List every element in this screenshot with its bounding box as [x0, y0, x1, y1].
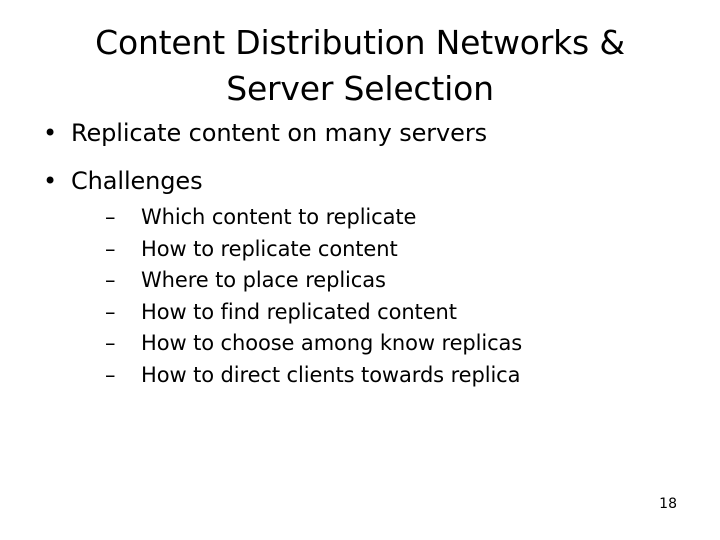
sub-bullet-text: Which content to replicate	[141, 205, 417, 229]
bullet-marker-icon: •	[43, 167, 58, 195]
sub-bullet-text: How to choose among know replicas	[141, 331, 523, 355]
dash-marker-icon: –	[105, 362, 116, 387]
dash-marker-icon: –	[105, 205, 116, 229]
bullet-text: Challenges	[71, 167, 203, 195]
dash-marker-icon: –	[105, 236, 116, 261]
sub-bullet-item: – How to direct clients towards replica	[71, 360, 684, 392]
sub-bullet-item: – Where to place replicas	[71, 265, 684, 297]
bullet-list-level2: – Which content to replicate – How to re…	[71, 202, 684, 391]
slide-title: Content Distribution Networks & Server S…	[95, 23, 625, 108]
dash-marker-icon: –	[105, 268, 116, 292]
sub-bullet-item: – How to replicate content	[71, 234, 684, 266]
bullet-item-replicate: • Replicate content on many servers	[36, 118, 684, 148]
dash-marker-icon: –	[105, 299, 116, 324]
sub-bullet-text: How to find replicated content	[141, 299, 457, 324]
slide-body: • Replicate content on many servers • Ch…	[36, 118, 684, 409]
bullet-text: Replicate content on many servers	[71, 119, 487, 147]
sub-bullet-item: – How to find replicated content	[71, 297, 684, 329]
sub-bullet-item: – How to choose among know replicas	[71, 328, 684, 360]
dash-marker-icon: –	[105, 331, 116, 355]
bullet-item-challenges: • Challenges – Which content to replicat…	[36, 166, 684, 391]
sub-bullet-text: How to direct clients towards replica	[141, 362, 521, 387]
sub-bullet-text: Where to place replicas	[141, 268, 386, 292]
bullet-marker-icon: •	[43, 119, 58, 147]
sub-bullet-text: How to replicate content	[141, 236, 398, 261]
bullet-list-level1: • Replicate content on many servers • Ch…	[36, 118, 684, 391]
page-number: 18	[659, 496, 677, 512]
sub-bullet-item: – Which content to replicate	[71, 202, 684, 234]
